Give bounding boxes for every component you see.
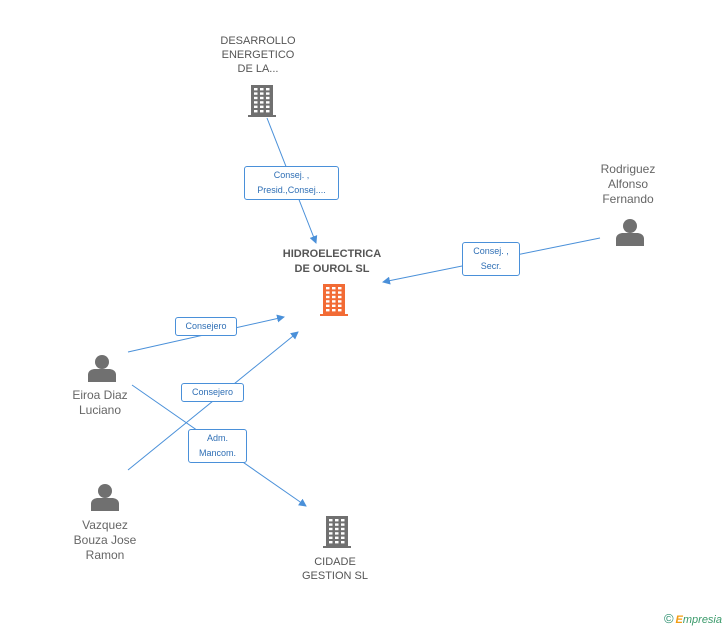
building-icon-cidade[interactable] (323, 516, 351, 548)
brand-logo-text: mpresia (682, 614, 722, 626)
edge-label-eiroa-hidroelectrica[interactable]: Consejero (175, 317, 237, 336)
building-icon-desarrollo[interactable] (248, 85, 276, 117)
node-label-desarrollo[interactable]: DESARROLLO ENERGETICO DE LA... (220, 35, 296, 75)
edge-label-rodriguez-hidroelectrica[interactable]: Consej. , Secr. (462, 242, 520, 276)
person-icon-vazquez[interactable] (91, 484, 119, 511)
edge-label-vazquez-hidroelectrica[interactable]: Consejero (181, 383, 244, 402)
brand-logo-initial: E (675, 614, 683, 626)
node-label-eiroa[interactable]: Eiroa Diaz Luciano (72, 388, 128, 417)
empresia-footer[interactable]: ©Empresia (664, 611, 722, 626)
edge-label-desarrollo-hidroelectrica[interactable]: Consej. , Presid.,Consej.... (244, 166, 339, 200)
node-label-vazquez[interactable]: Vazquez Bouza Jose Ramon (73, 518, 137, 562)
copyright-icon: © (663, 611, 674, 626)
person-icon-eiroa[interactable] (88, 355, 116, 382)
edge-label-eiroa-cidade[interactable]: Adm. Mancom. (188, 429, 247, 463)
node-label-rodriguez[interactable]: Rodriguez Alfonso Fernando (600, 162, 656, 206)
building-icon-hidroelectrica[interactable] (320, 284, 348, 316)
person-icon-rodriguez[interactable] (616, 219, 644, 246)
node-label-cidade[interactable]: CIDADE GESTION SL (301, 556, 369, 582)
node-label-hidroelectrica[interactable]: HIDROELECTRICA DE OUROL SL (282, 248, 382, 275)
